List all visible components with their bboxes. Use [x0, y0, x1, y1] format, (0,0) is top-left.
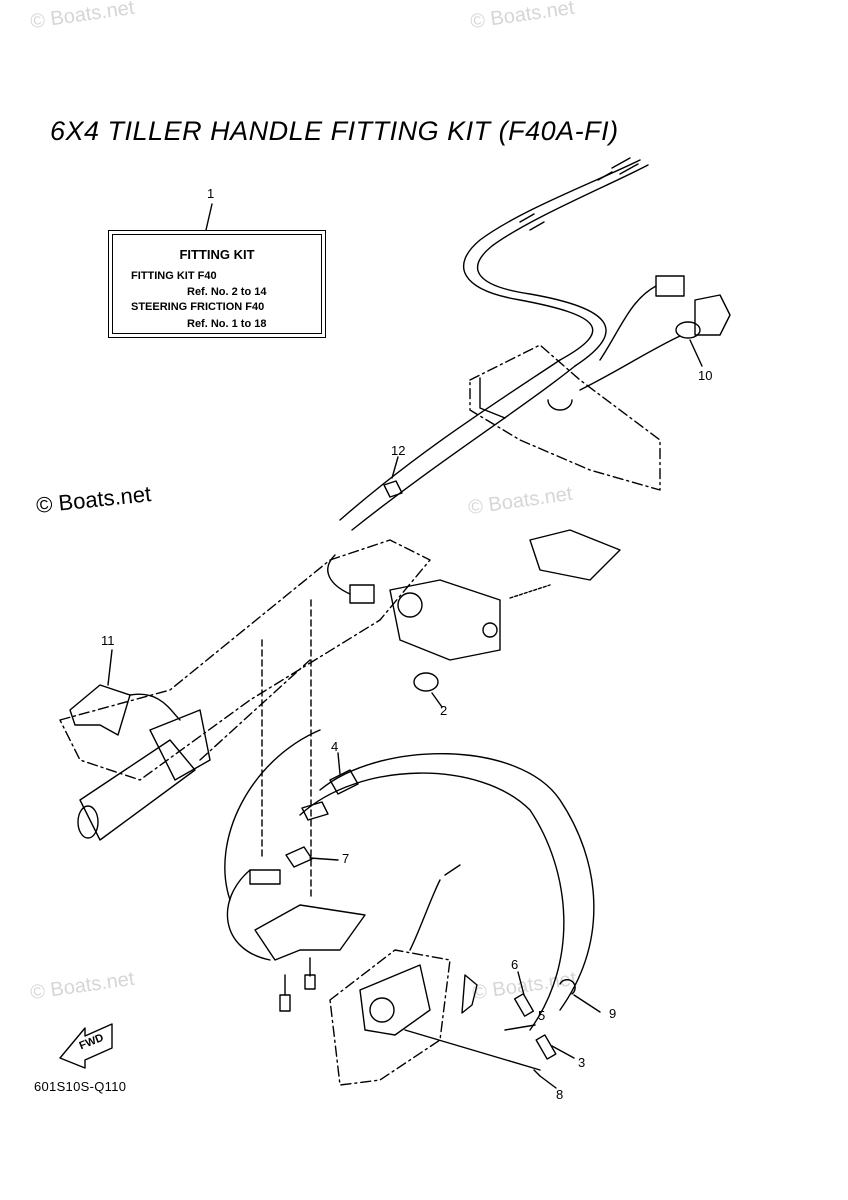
callout-4: 4: [331, 739, 339, 754]
spring: [509, 584, 551, 599]
support-bracket: [529, 529, 621, 581]
bracket-hole: [482, 622, 498, 638]
callout-10: 10: [698, 368, 713, 383]
leader-line: [107, 649, 113, 686]
callout-6: 6: [511, 957, 519, 972]
loop-cable: [319, 753, 595, 1011]
bracket-bolt: [397, 592, 423, 618]
callout-2: 2: [440, 703, 448, 718]
wire: [599, 285, 657, 361]
wire-terminal: [444, 864, 461, 876]
fitting-kit-line: STEERING FRICTION F40: [131, 301, 265, 313]
cable: [339, 359, 561, 521]
bracket-plate: [254, 904, 366, 961]
callout-5: 5: [538, 1008, 546, 1023]
loop-cable: [299, 772, 565, 1031]
link-line: [404, 1029, 541, 1071]
grip-end: [77, 805, 99, 839]
leader-line: [551, 1045, 575, 1059]
leader-line: [337, 752, 341, 775]
loop-cable: [226, 869, 271, 961]
leader-line: [539, 1075, 557, 1089]
fitting-kit-label: FITTING KIT FITTING KIT F40 Ref. No. 2 t…: [108, 230, 326, 338]
leader-line: [517, 971, 525, 996]
retaining-clip: [559, 978, 576, 995]
leader-line: [689, 339, 703, 367]
grommet: [383, 480, 403, 498]
leader-line: [573, 994, 601, 1013]
leader-line: [205, 203, 213, 231]
connector: [349, 584, 375, 604]
wire: [129, 693, 181, 721]
fitting-kit-line: Ref. No. 1 to 18: [187, 318, 267, 330]
leader-line: [309, 857, 339, 861]
fitting-kit-heading: FITTING KIT: [179, 247, 255, 262]
stop-switch: [69, 684, 131, 736]
loop-cable: [224, 729, 321, 901]
bolt-head: [304, 974, 316, 990]
callout-8: 8: [556, 1087, 564, 1102]
leader-line: [391, 456, 399, 479]
clamp: [285, 846, 313, 868]
connector: [655, 275, 685, 297]
fitting-kit-line: FITTING KIT F40: [131, 270, 217, 282]
callout-7: 7: [342, 851, 350, 866]
cable: [476, 164, 649, 367]
cable-fitting: [519, 157, 639, 231]
clamp: [329, 769, 359, 795]
clamp-plate: [249, 869, 281, 885]
bolt-head: [279, 994, 291, 1012]
cable: [463, 159, 641, 361]
diagram-title: 6X4 TILLER HANDLE FITTING KIT (F40A-FI): [50, 116, 619, 146]
mechanism-gear: [369, 997, 395, 1023]
tiller-grip: [79, 739, 196, 841]
tiller-collar: [149, 709, 211, 781]
callout-9: 9: [609, 1006, 617, 1021]
wire: [327, 554, 351, 595]
bracket: [479, 377, 573, 419]
bolt: [284, 957, 311, 996]
gear-sector: [461, 974, 478, 1014]
callout-3: 3: [578, 1055, 586, 1070]
washer: [413, 672, 439, 692]
guide-line: [199, 659, 311, 761]
tiller-outline: [59, 539, 431, 781]
key-switch-nut: [675, 321, 701, 339]
handle-bracket: [389, 579, 501, 661]
callout-11: 11: [101, 633, 115, 648]
cable-end: [513, 993, 535, 1017]
wire: [579, 335, 681, 391]
fwd-arrow: [59, 1023, 113, 1069]
bracket-outline: [469, 344, 661, 491]
leader-line: [431, 692, 443, 708]
callout-12: 12: [391, 443, 406, 458]
mechanism: [359, 964, 431, 1036]
clip: [533, 1069, 541, 1077]
fitting-kit-line: Ref. No. 2 to 14: [187, 286, 267, 298]
wire: [409, 879, 441, 951]
cable: [351, 365, 576, 531]
key-switch: [694, 294, 731, 336]
diagram-code: 601S10S-Q110: [34, 1079, 127, 1094]
pin: [504, 1024, 536, 1031]
callout-1: 1: [207, 186, 215, 201]
clamp: [301, 801, 329, 821]
cable-end: [535, 1034, 557, 1060]
mechanism-outline: [329, 949, 451, 1086]
